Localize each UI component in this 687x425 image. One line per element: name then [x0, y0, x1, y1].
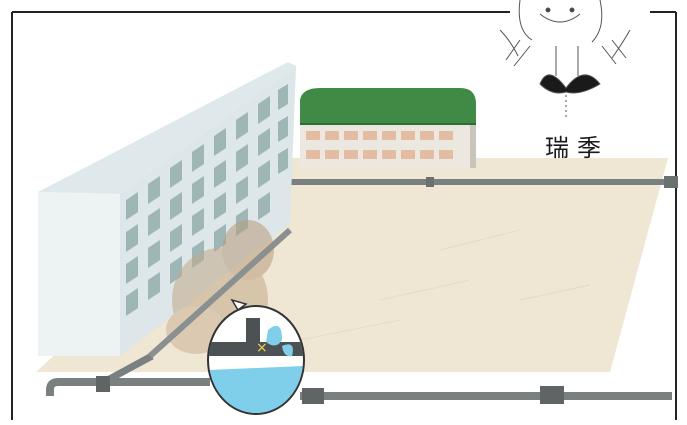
- ground-streaks: [299, 229, 591, 341]
- leak-marker-icon: ×: [256, 340, 268, 356]
- leak-magnifier-icon: ×: [207, 298, 305, 415]
- apartment-building-icon: [38, 62, 296, 356]
- sketch-girl-logo: [499, 0, 631, 118]
- building-windows: [126, 84, 288, 316]
- pipe-back: [270, 176, 678, 188]
- brand-label: 瑞季: [545, 134, 609, 162]
- green-roof-building-icon: [300, 88, 476, 168]
- water-pool: [209, 366, 303, 413]
- pipe-network-icon: [46, 227, 672, 404]
- frame: [11, 11, 677, 420]
- water-drop-icon: [266, 325, 282, 346]
